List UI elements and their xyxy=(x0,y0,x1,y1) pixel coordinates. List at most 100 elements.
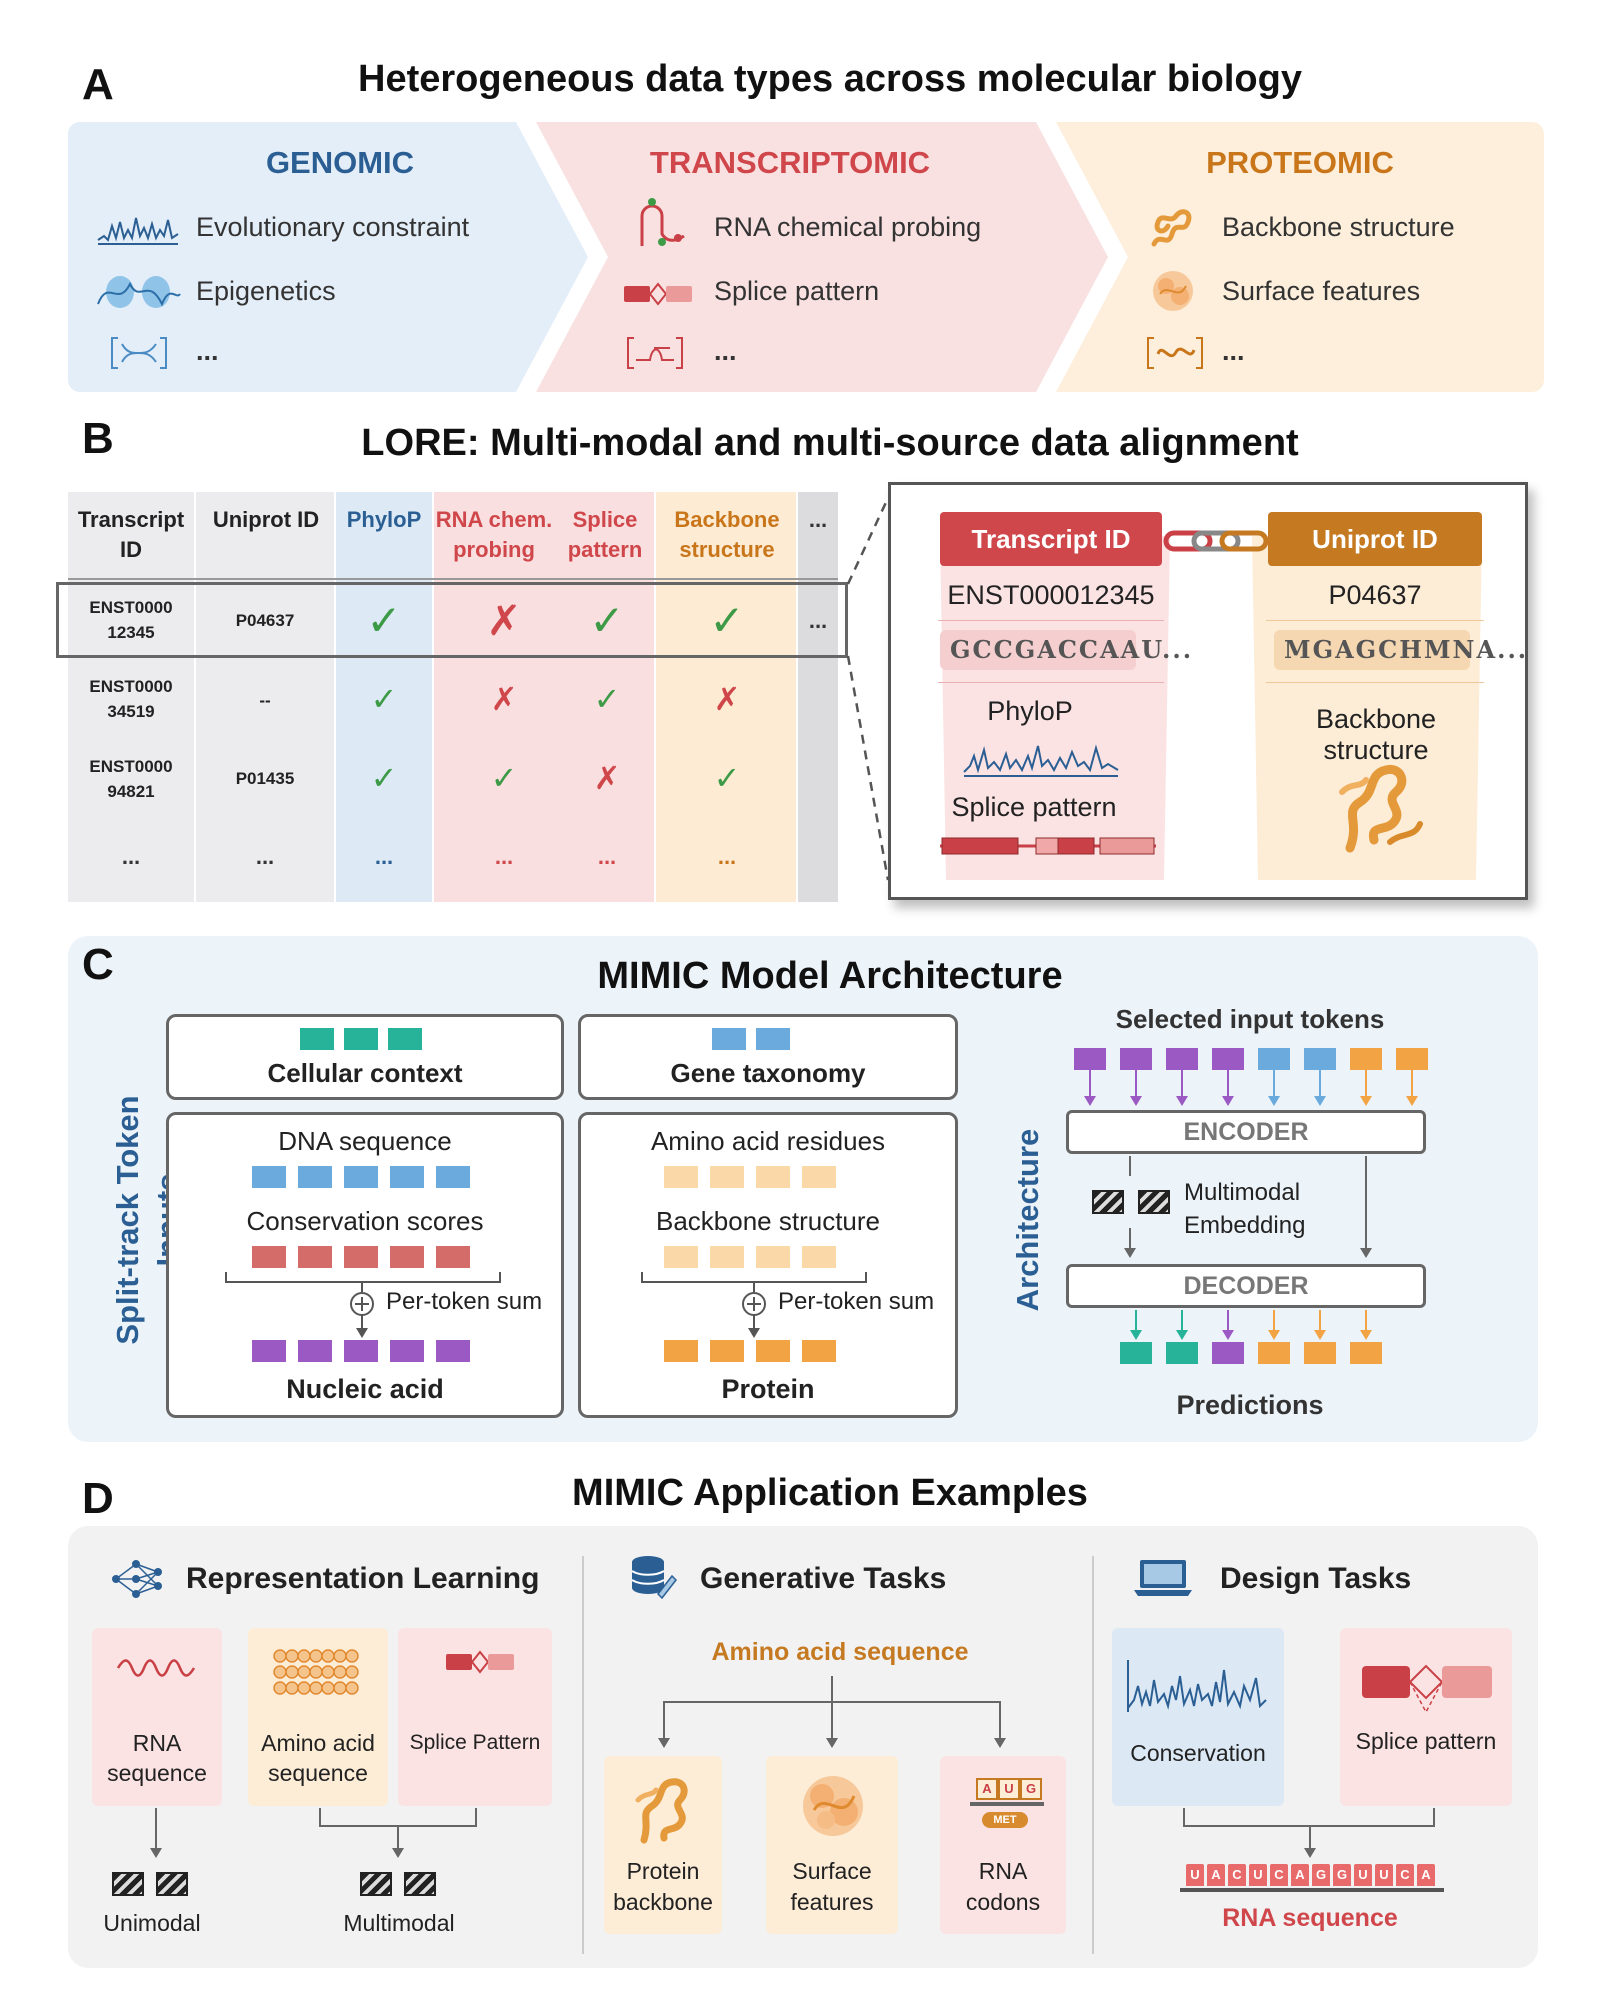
uniprot-id-header: Uniprot ID xyxy=(1268,512,1482,566)
input-token-arrows xyxy=(1074,1048,1428,1106)
red-token xyxy=(298,1246,332,1268)
row-3-backbone: ✓ xyxy=(713,760,741,796)
row-4-rna-chem: ... xyxy=(494,844,514,869)
wave-signal-icon xyxy=(97,217,179,245)
proteomic-item-3: ... xyxy=(1222,336,1245,366)
backbone-structure-label: Backbone structure xyxy=(655,1206,880,1236)
conservation-card[interactable] xyxy=(1112,1628,1284,1806)
detail-uniprot-id: P04637 xyxy=(1328,580,1422,610)
rna-codons-label: RNA codons xyxy=(965,1858,1041,1915)
protein-label: Protein xyxy=(721,1374,815,1404)
row-1-transcript: ENST0000 12345 xyxy=(89,598,173,642)
selected-input-tokens-label: Selected input tokens xyxy=(1115,1004,1385,1034)
col-header-phylop: PhyloP xyxy=(346,507,422,532)
rna-sequence-output-label: RNA sequence xyxy=(1222,1904,1398,1932)
design-splice-label: Splice pattern xyxy=(1355,1728,1497,1754)
purple-token xyxy=(252,1340,286,1362)
design-splice-card[interactable] xyxy=(1340,1628,1512,1806)
purple-token xyxy=(344,1340,378,1362)
architecture-label: Architecture xyxy=(1010,1128,1045,1312)
panel-c-letter: C xyxy=(82,940,114,989)
light-orange-token xyxy=(756,1246,790,1268)
proteomic-item-1: Backbone structure xyxy=(1222,212,1455,242)
purple-token xyxy=(436,1340,470,1362)
uniprot-detail-panel xyxy=(1252,536,1482,880)
nucleic-acid-label: Nucleic acid xyxy=(286,1374,444,1404)
nucleotide-tile: C xyxy=(1228,1864,1246,1886)
codon-letter: G xyxy=(1020,1778,1042,1800)
backbone-structure-icon xyxy=(1339,764,1423,853)
nucleotide-tile: U xyxy=(1186,1864,1204,1886)
rna-strand-bar xyxy=(970,1802,1044,1806)
col-header-rna-chem: RNA chem. probing xyxy=(435,507,553,562)
row-4-transcript: ... xyxy=(121,844,141,869)
met-badge: MET xyxy=(982,1812,1028,1828)
embedding-token-icon xyxy=(1138,1190,1170,1214)
rna-hairpin-icon xyxy=(640,198,685,246)
protein-backbone-icon xyxy=(635,1778,688,1844)
row-1-uniprot: P04637 xyxy=(235,611,295,630)
sum-bracket-right xyxy=(641,1272,867,1338)
design-tasks-heading: Design Tasks xyxy=(1220,1562,1412,1595)
split-track-label: Split-track Token Inputs xyxy=(110,1095,185,1345)
purple-token xyxy=(298,1340,332,1362)
conservation-scores-label: Conservation scores xyxy=(246,1206,484,1236)
laptop-icon xyxy=(1134,1560,1192,1596)
rna-sequence-label: RNA sequence xyxy=(107,1730,207,1786)
panel-d-letter: D xyxy=(82,1474,114,1523)
row-1-rna-chem: ✗ xyxy=(486,597,522,644)
panel-c-title: MIMIC Model Architecture xyxy=(597,955,1063,997)
rna-bracket-icon xyxy=(627,337,683,369)
transcript-id-header: Transcript ID xyxy=(940,512,1162,566)
nucleotide-tile: A xyxy=(1291,1864,1309,1886)
gene-taxonomy-label: Gene taxonomy xyxy=(670,1058,866,1088)
generative-tasks-heading: Generative Tasks xyxy=(700,1562,947,1595)
detail-transcript-id: ENST000012345 xyxy=(947,580,1155,610)
row-1-phylop: ✓ xyxy=(366,597,402,644)
protein-surface-icon xyxy=(803,1776,863,1836)
transcriptomic-item-3: ... xyxy=(714,336,737,366)
row-2-backbone: ✗ xyxy=(713,681,741,717)
genomic-item-3: ... xyxy=(196,336,219,366)
sum-bracket-left xyxy=(225,1272,501,1338)
panel-b-letter: B xyxy=(82,414,114,463)
embedding-token-icon xyxy=(156,1872,188,1896)
chain-link-icon xyxy=(1163,530,1269,552)
protein-backbone-icon xyxy=(1151,209,1192,247)
multimodal-embedding-label: Multimodal Embedding xyxy=(1184,1179,1306,1239)
teal-token xyxy=(344,1028,378,1050)
row-3-phylop: ✓ xyxy=(370,760,398,796)
nucleotide-tile: U xyxy=(1354,1864,1372,1886)
unimodal-label: Unimodal xyxy=(103,1910,201,1936)
col-header-backbone: Backbone structure xyxy=(674,507,780,562)
row-3-uniprot: P01435 xyxy=(235,769,295,788)
col-header-splice: Splice pattern xyxy=(567,507,643,562)
splice-track-icon xyxy=(940,837,1156,855)
row-3-splice: ✗ xyxy=(593,760,621,796)
rna-sequence-box: GCCGACCAAU... xyxy=(940,630,1191,670)
transcriptomic-item-1: RNA chemical probing xyxy=(714,212,982,242)
detail-backbone-label: Backbone structure xyxy=(1315,704,1437,765)
multimodal-label: Multimodal xyxy=(343,1910,455,1936)
protein-surface-icon xyxy=(1153,271,1193,311)
splice-large-icon xyxy=(1362,1664,1492,1714)
row-4-phylop: ... xyxy=(374,844,394,869)
col-header-more: ... xyxy=(808,507,828,532)
codon-letter: A xyxy=(976,1778,998,1800)
conservation-label: Conservation xyxy=(1130,1740,1266,1766)
representation-arrows xyxy=(150,1808,477,1858)
splice-icon xyxy=(624,282,692,306)
row-3-rna-chem: ✓ xyxy=(490,760,518,796)
orange-token xyxy=(802,1340,836,1362)
nucleotide-tile: A xyxy=(1417,1864,1435,1886)
embedding-token-icon xyxy=(1092,1190,1124,1214)
purple-token xyxy=(390,1340,424,1362)
orange-token xyxy=(664,1340,698,1362)
decoder-block: DECODER xyxy=(1066,1264,1426,1308)
dna-bracket-icon xyxy=(111,337,167,369)
amino-chain-icon xyxy=(273,1649,359,1695)
splice-icon xyxy=(446,1650,514,1674)
rna-sequence-card[interactable] xyxy=(92,1628,222,1806)
light-orange-token xyxy=(710,1166,744,1188)
col-header-transcript-id: Transcript ID xyxy=(77,507,185,562)
